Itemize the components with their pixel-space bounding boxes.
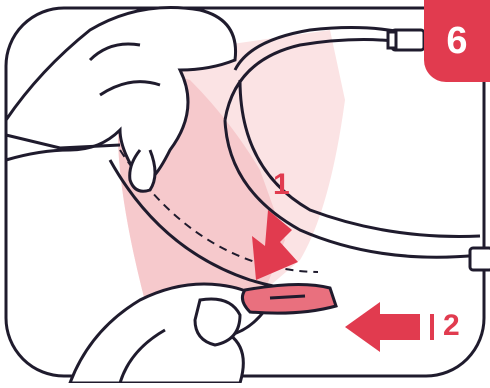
callout-2-label: 2 [443, 311, 460, 341]
pink-clip [242, 284, 336, 313]
step-number-label: 6 [446, 20, 467, 63]
arrow-left-tail-bar [430, 314, 434, 340]
callout-1-label: 1 [273, 170, 290, 200]
pink-clip-slot [270, 296, 305, 298]
headband-clip-top-tab [388, 32, 396, 48]
headband-clip-right [470, 248, 490, 270]
step-number-badge: 6 [424, 0, 490, 82]
arrow-left-icon [345, 302, 420, 352]
